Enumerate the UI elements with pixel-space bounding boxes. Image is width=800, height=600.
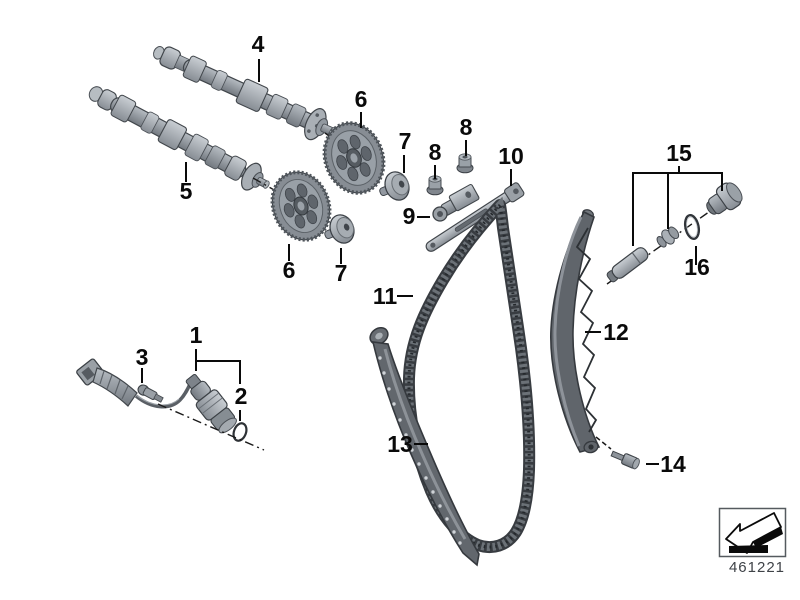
leader-1-bracket [195,349,241,384]
part-15-tensioner-piston [606,247,649,283]
part-4-camshaft [153,46,337,141]
callout-8-left[interactable]: 8 [429,139,442,165]
callout-7-upper[interactable]: 7 [399,128,412,154]
part-13-tensioner-rail [369,327,480,567]
callout-5[interactable]: 5 [180,178,193,204]
callout-7-lower[interactable]: 7 [335,260,348,286]
part-11-timing-chain [402,196,536,554]
part-14-bolt [610,450,640,470]
callout-15[interactable]: 15 [666,140,692,166]
part-9-bracket [432,183,480,222]
callout-1[interactable]: 1 [190,322,203,348]
leader-15-bracket [632,166,723,246]
dash-rail12-to-bolt14 [595,436,612,450]
part-15-spring-washer-set [656,226,680,248]
part-16-o-ring [683,213,701,241]
callout-3[interactable]: 3 [136,344,149,370]
callout-9[interactable]: 9 [403,203,416,229]
callout-16[interactable]: 16 [684,254,710,280]
callout-13[interactable]: 13 [387,431,413,457]
centerline-assembly [157,403,265,451]
callout-11[interactable]: 11 [373,283,398,309]
callout-14[interactable]: 14 [660,451,686,477]
page-turn-arrow-icon [725,512,783,554]
page-direction-thumbnail[interactable] [718,507,787,558]
part-3-screw [137,384,164,403]
part-8-nut-right [456,153,474,174]
callout-2[interactable]: 2 [235,383,248,409]
part-15-closure-cap [706,182,743,215]
callout-4[interactable]: 4 [252,31,265,57]
callout-10[interactable]: 10 [498,143,524,169]
part-12-chain-guide [550,209,601,454]
diagram-code: 461221 [729,559,785,576]
callout-12[interactable]: 12 [603,319,629,345]
callout-6-lower[interactable]: 6 [283,257,296,283]
rail-rivet-holes [378,356,462,545]
callout-8-right[interactable]: 8 [460,114,473,140]
part-2-o-ring [232,422,248,442]
callout-6-upper[interactable]: 6 [355,86,368,112]
part-1-tensioner-assembly [76,358,237,434]
